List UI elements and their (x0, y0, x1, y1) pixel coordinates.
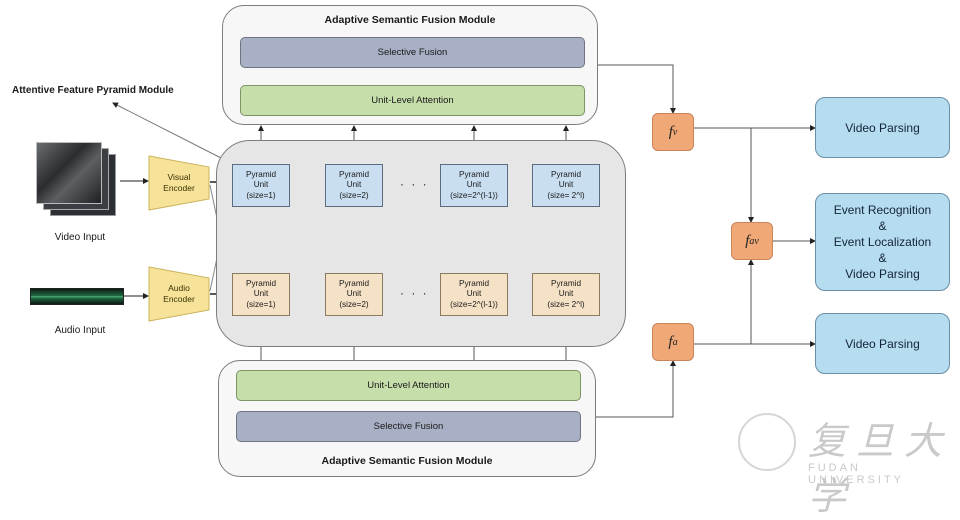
bottom-selective-fusion: Selective Fusion (236, 411, 581, 442)
video-input-caption: Video Input (54, 232, 106, 243)
pyramid-title-pointer (112, 102, 226, 161)
unit-label: Unit (346, 180, 362, 190)
top-fusion-module: Adaptive Semantic Fusion Module Selectiv… (222, 5, 598, 125)
task-label: Video Parsing (845, 336, 920, 351)
unit-size: (size=2) (339, 190, 369, 200)
unit-label: Unit (253, 289, 269, 299)
unit-label: Unit (346, 289, 362, 299)
unit-size: (size=2^(l-1)) (450, 299, 498, 309)
feature-symbol: f (668, 333, 673, 350)
audio-ellipsis: · · · (400, 286, 429, 300)
unit-label: Unit (558, 180, 574, 190)
audio-waveform-icon (30, 288, 124, 305)
unit-size: (size= 2^l) (547, 190, 585, 200)
unit-size: (size=1) (246, 299, 276, 309)
university-seal-icon (738, 413, 796, 471)
unit-label: Pyramid (550, 169, 582, 179)
encoder-text: Encoder (163, 294, 195, 304)
video-parsing-task-bottom: Video Parsing (815, 313, 950, 374)
bottom-fusion-module: Unit-Level Attention Selective Fusion Ad… (218, 360, 596, 477)
unit-label: Pyramid (338, 169, 370, 179)
feature-subscript: av (749, 235, 759, 247)
video-parsing-task-top: Video Parsing (815, 97, 950, 158)
top-unit-level-attention: Unit-Level Attention (240, 85, 585, 116)
unit-label: Pyramid (245, 169, 277, 179)
pyramid-module-title: Attentive Feature Pyramid Module (12, 85, 174, 96)
feature-subscript: a (672, 336, 678, 348)
unit-size: (size=2^(l-1)) (450, 190, 498, 200)
top-fusion-module-title: Adaptive Semantic Fusion Module (324, 14, 496, 26)
visual-encoder-label: Visual Encoder (148, 172, 210, 194)
audio-pyramid-unit-l: Pyramid Unit (size= 2^l) (532, 273, 600, 316)
unit-label: Pyramid (338, 278, 370, 288)
task-label: & (878, 251, 887, 265)
task-label: Event Recognition (833, 203, 932, 217)
feature-subscript: v (672, 126, 678, 138)
task-label: Video Parsing (845, 120, 920, 135)
unit-label: Unit (466, 289, 482, 299)
audio-pyramid-unit-2: Pyramid Unit (size=2) (325, 273, 383, 316)
visual-encoder-shape (148, 155, 210, 211)
unit-label: Pyramid (245, 278, 277, 288)
visual-pyramid-unit-1: Pyramid Unit (size=1) (232, 164, 290, 207)
top-selective-fusion: Selective Fusion (240, 37, 585, 68)
visual-pyramid-unit-l-minus-1: Pyramid Unit (size=2^(l-1)) (440, 164, 508, 207)
unit-size: (size=2) (339, 299, 369, 309)
audio-encoder-shape (148, 266, 210, 322)
bottom-fusion-module-title: Adaptive Semantic Fusion Module (321, 455, 493, 467)
audio-pyramid-unit-l-minus-1: Pyramid Unit (size=2^(l-1)) (440, 273, 508, 316)
watermark-english: FUDAN UNIVERSITY (808, 462, 905, 486)
audio-encoder-label: Audio Encoder (148, 283, 210, 305)
visual-ellipsis: · · · (400, 177, 429, 191)
encoder-text: Visual (167, 172, 191, 182)
encoder-text: Encoder (163, 183, 195, 193)
unit-label: Pyramid (458, 278, 490, 288)
unit-size: (size=1) (246, 190, 276, 200)
unit-size: (size= 2^l) (547, 299, 585, 309)
bottom-unit-level-attention: Unit-Level Attention (236, 370, 581, 401)
visual-pyramid-unit-l: Pyramid Unit (size= 2^l) (532, 164, 600, 207)
unit-label: Pyramid (458, 169, 490, 179)
video-frames-icon (36, 142, 120, 218)
audio-pyramid-unit-1: Pyramid Unit (size=1) (232, 273, 290, 316)
visual-pyramid-unit-2: Pyramid Unit (size=2) (325, 164, 383, 207)
unit-label: Pyramid (550, 278, 582, 288)
feature-symbol: f (745, 232, 750, 249)
unit-label: Unit (466, 180, 482, 190)
task-label: & (878, 219, 887, 233)
task-label: Event Localization (833, 235, 932, 249)
audio-input-caption: Audio Input (54, 325, 106, 336)
feature-symbol: f (668, 123, 673, 140)
encoder-text: Audio (168, 283, 190, 293)
event-recognition-localization-parsing-task: Event Recognition & Event Localization &… (815, 193, 950, 291)
top-module-to-fv-arrow (598, 64, 676, 114)
unit-label: Unit (558, 289, 574, 299)
unit-label: Unit (253, 180, 269, 190)
task-label: Video Parsing (845, 267, 920, 281)
bottom-module-to-fa-arrow (596, 360, 676, 418)
